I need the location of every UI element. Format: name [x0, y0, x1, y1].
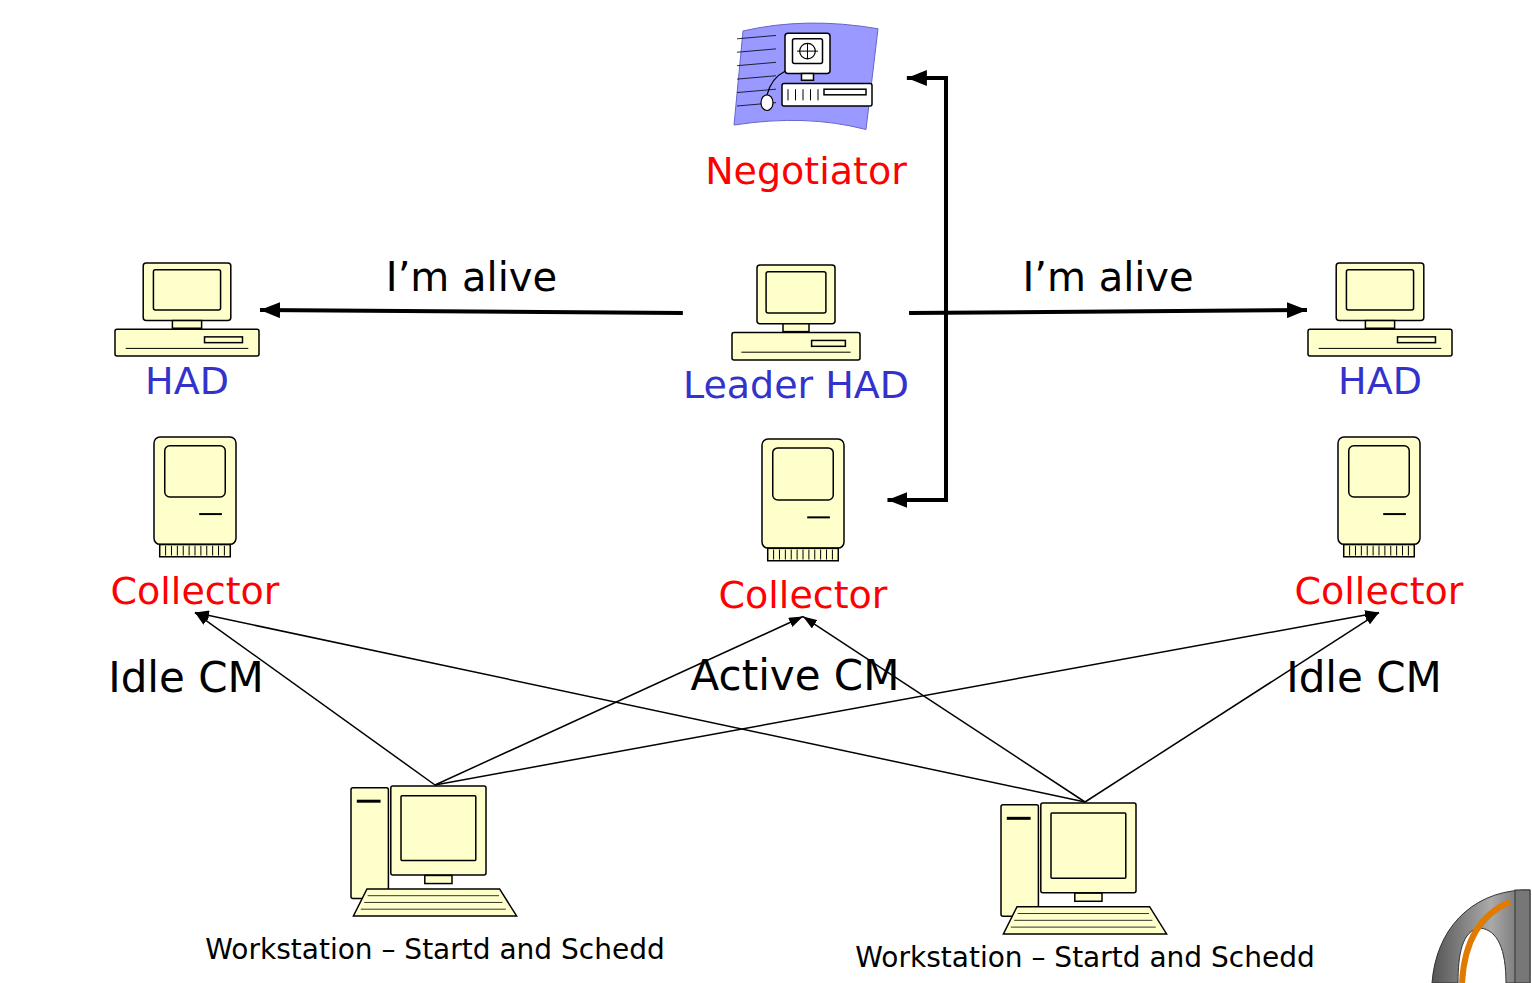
daemon-node: Collector	[111, 436, 280, 613]
heartbeat-arrow	[909, 310, 1307, 313]
had-icon	[731, 264, 861, 362]
component-label: HAD	[1307, 360, 1453, 403]
workstation-label: Workstation – Startd and Schedd	[855, 942, 1314, 973]
daemon-node: HAD	[1307, 262, 1453, 403]
daemon-node: Negotiator	[705, 22, 907, 193]
panel-label: Active CM	[619, 652, 971, 700]
panel-label: Idle CM	[10, 654, 362, 702]
ws-icon	[1000, 802, 1170, 938]
daemon-node: Collector	[1295, 436, 1464, 613]
cluster-panel: Idle CM HAD Collector	[1196, 8, 1532, 728]
component-label: Collector	[1295, 570, 1464, 613]
component-label: HAD	[114, 360, 260, 403]
report-arrow	[803, 617, 1085, 802]
globe-icon	[731, 22, 881, 134]
report-arrow	[1085, 613, 1379, 802]
edge-label: I’m alive	[1018, 254, 1197, 300]
component-label: Collector	[111, 570, 280, 613]
heartbeat-arrow	[260, 310, 683, 313]
mac-icon	[1337, 436, 1421, 558]
had-icon	[114, 262, 260, 358]
ws-icon	[350, 785, 520, 920]
workstation-node: Workstation – Startd and Schedd	[855, 802, 1314, 973]
daemon-node: HAD	[114, 262, 260, 403]
edge-label: I’m alive	[382, 254, 561, 300]
report-arrow	[435, 613, 1379, 785]
panel-label: Idle CM	[1196, 654, 1532, 702]
report-arrow	[435, 617, 803, 785]
mac-icon	[761, 438, 845, 562]
component-label: Collector	[719, 574, 888, 617]
workstation-node: Workstation – Startd and Schedd	[205, 785, 664, 965]
corner-logo	[1432, 890, 1530, 983]
component-label: Leader HAD	[683, 364, 909, 407]
cluster-panel: Active CM NegotiatorLeader HAD Collector	[619, 10, 971, 728]
workstation-label: Workstation – Startd and Schedd	[205, 934, 664, 965]
daemon-node: Collector	[719, 438, 888, 617]
mac-icon	[153, 436, 237, 558]
heartbeat-arrow	[887, 78, 946, 500]
daemon-node: Leader HAD	[683, 264, 909, 407]
report-arrow	[195, 613, 1085, 802]
component-label: Negotiator	[705, 150, 907, 193]
had-icon	[1307, 262, 1453, 358]
cluster-panel: Idle CM HAD Collector	[10, 8, 362, 728]
